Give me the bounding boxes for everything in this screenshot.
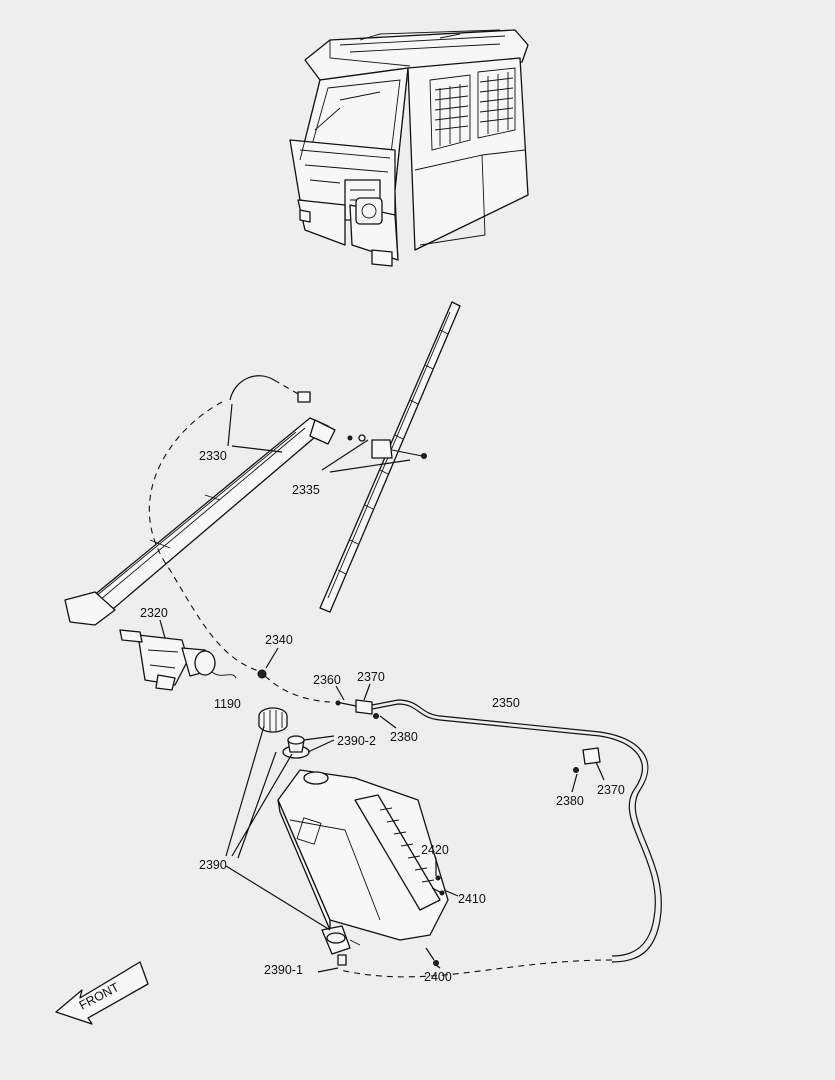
callout-2360: 2360 <box>313 673 341 687</box>
callout-labels: 2330 2335 2320 2340 1190 2360 2370 2350 … <box>140 449 625 984</box>
callout-2380-upper: 2380 <box>390 730 418 744</box>
callout-2320: 2320 <box>140 606 168 620</box>
wiper-arm <box>64 391 336 626</box>
washer-tank <box>277 769 449 966</box>
callout-2340: 2340 <box>265 633 293 647</box>
grommet-2340 <box>257 669 267 679</box>
callout-2370-lower: 2370 <box>597 783 625 797</box>
tank-screws <box>425 875 445 966</box>
callout-1190: 1190 <box>214 697 241 711</box>
wiper-blade <box>319 301 461 613</box>
callout-2420: 2420 <box>421 843 449 857</box>
callout-2370-upper: 2370 <box>357 670 385 684</box>
leader-lines <box>159 403 605 973</box>
wiper-motor <box>119 629 237 691</box>
callout-2400: 2400 <box>424 970 452 984</box>
callout-2330: 2330 <box>199 449 227 463</box>
washer-hose-2350 <box>335 699 662 978</box>
cab-assembly <box>289 29 529 267</box>
arm-washer-hose <box>148 375 331 703</box>
callout-2380-lower: 2380 <box>556 794 584 808</box>
callout-2350: 2350 <box>492 696 520 710</box>
callout-2335: 2335 <box>292 483 320 497</box>
callout-2390-2: 2390-2 <box>337 734 376 748</box>
nozzle-assembly <box>335 700 601 773</box>
callout-2410: 2410 <box>458 892 486 906</box>
tank-filter <box>282 735 310 759</box>
tank-cap <box>258 707 288 733</box>
callout-2390: 2390 <box>199 858 227 872</box>
front-arrow: FRONT <box>55 961 149 1025</box>
callout-2390-1: 2390-1 <box>264 963 303 977</box>
